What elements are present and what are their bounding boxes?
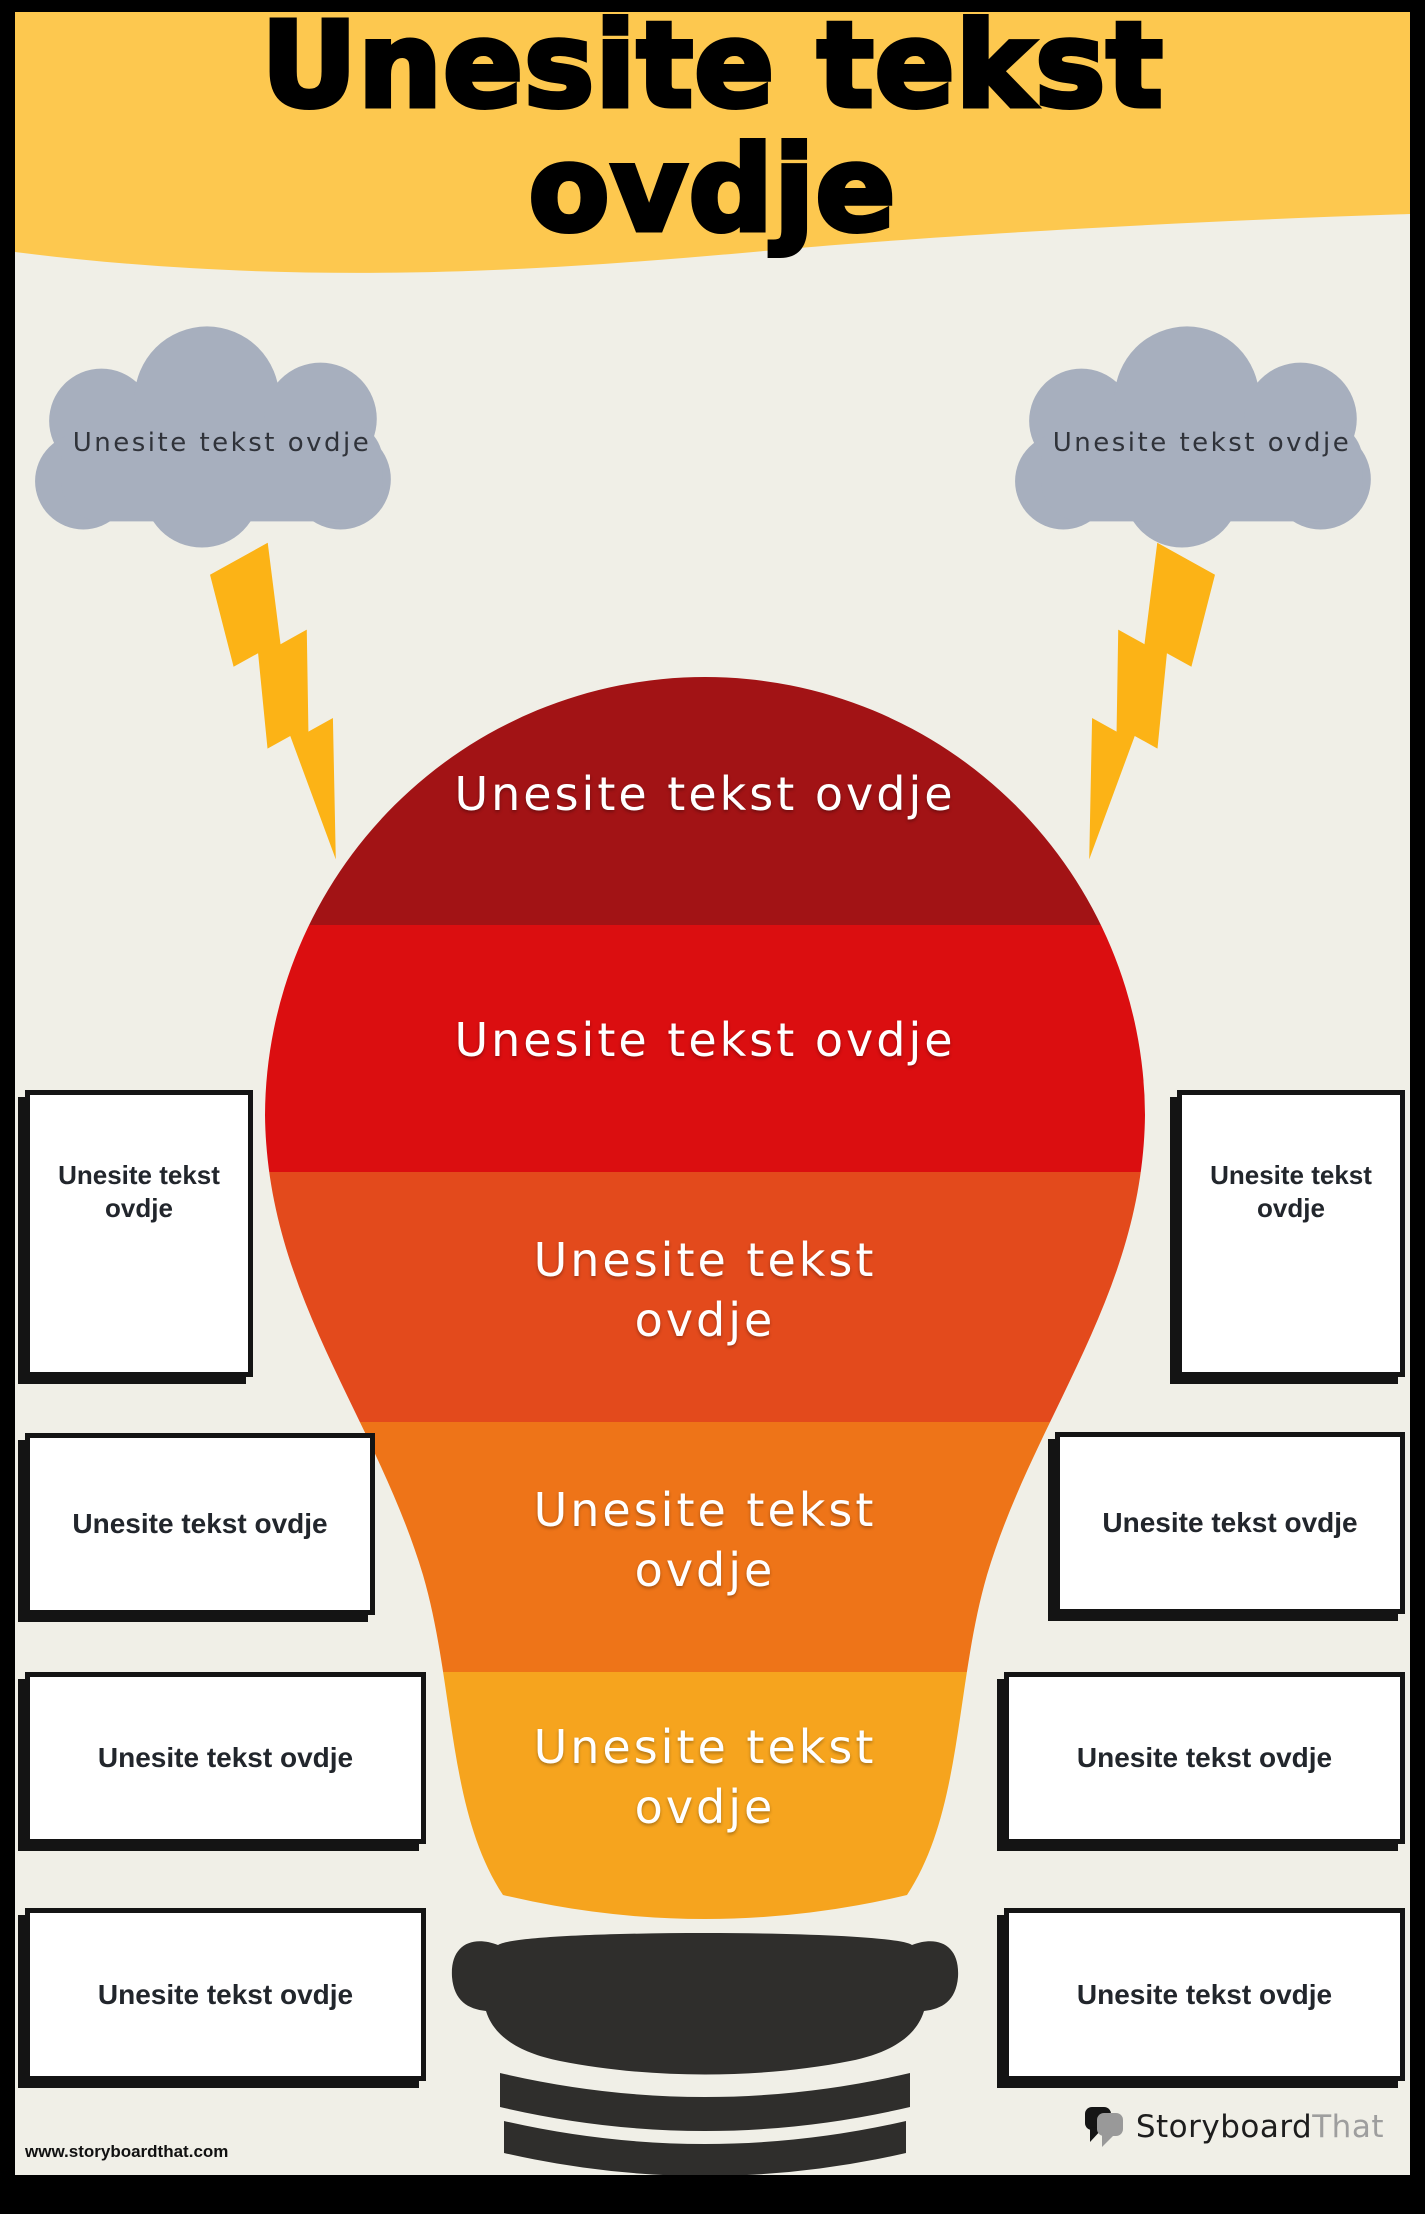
note-box-left-2-label: Unesite tekst ovdje (72, 1508, 328, 1539)
cloud-right: Unesite tekst ovdje (1001, 320, 1403, 566)
note-box-right-1: Unesite tekst ovdje (1177, 1090, 1405, 1377)
lightning-bolt-left (209, 542, 336, 860)
bulb-segment-2 (265, 925, 1145, 1172)
note-box-right-2-label: Unesite tekst ovdje (1102, 1507, 1358, 1538)
note-box-right-2: Unesite tekst ovdje (1055, 1432, 1405, 1614)
bulb-segment-1-label: Unesite tekst ovdje (454, 767, 956, 821)
note-box-right-4-label: Unesite tekst ovdje (1076, 1978, 1333, 2010)
page-title: Unesite tekst ovdje (259, 12, 1166, 258)
storyboardthat-logo: StoryboardThat (1083, 2104, 1384, 2150)
bulb-segment-2-label: Unesite tekst ovdje (454, 1013, 956, 1067)
note-box-left-1-label: Unesite tekst ovdje (58, 1160, 220, 1223)
bulb-base-cap (451, 1933, 959, 2075)
website-url: www.storyboardthat.com (25, 2142, 229, 2161)
note-box-right-3: Unesite tekst ovdje (1004, 1672, 1405, 1844)
bulb-base-ring-1 (500, 2073, 910, 2131)
logo-text-secondary: That (1312, 2109, 1384, 2145)
lightning-bolt-right (1089, 542, 1216, 860)
logo-text-primary: Storyboard (1135, 2109, 1313, 2145)
bulb-segment-3-label: Unesite tekst ovdje (533, 1233, 877, 1347)
banner-shape (15, 12, 1410, 273)
cloud-right-shape (1015, 326, 1371, 548)
bulb-segment-3 (265, 1172, 1145, 1422)
poster-content: Unesite tekst ovdje Unesite tekst ovdje (15, 12, 1410, 2175)
cloud-left: Unesite tekst ovdje (21, 320, 423, 566)
note-box-left-4: Unesite tekst ovdje (25, 1908, 426, 2081)
note-box-left-2: Unesite tekst ovdje (25, 1433, 375, 1615)
note-box-left-4-label: Unesite tekst ovdje (97, 1978, 354, 2010)
banner-wave (15, 12, 1410, 273)
cloud-left-label: Unesite tekst ovdje (72, 428, 372, 459)
speech-bubbles-icon (1084, 2107, 1123, 2147)
cloud-right-label: Unesite tekst ovdje (1052, 428, 1352, 459)
logo-text: StoryboardThat (1136, 2104, 1384, 2150)
note-box-left-3-label: Unesite tekst ovdje (97, 1742, 354, 1773)
bulb-segment-4-label: Unesite tekst ovdje (533, 1483, 877, 1597)
note-box-right-3-label: Unesite tekst ovdje (1076, 1742, 1333, 1773)
note-box-left-1: Unesite tekst ovdje (25, 1090, 253, 1377)
bulb-segment-5-label: Unesite tekst ovdje (533, 1720, 877, 1834)
bulb-base (451, 1933, 959, 2175)
note-box-left-3: Unesite tekst ovdje (25, 1672, 426, 1844)
bulb-base-ring-2 (504, 2121, 906, 2175)
cloud-left-shape (35, 326, 391, 548)
note-box-right-1-label: Unesite tekst ovdje (1210, 1160, 1372, 1223)
note-box-right-4: Unesite tekst ovdje (1004, 1908, 1405, 2081)
